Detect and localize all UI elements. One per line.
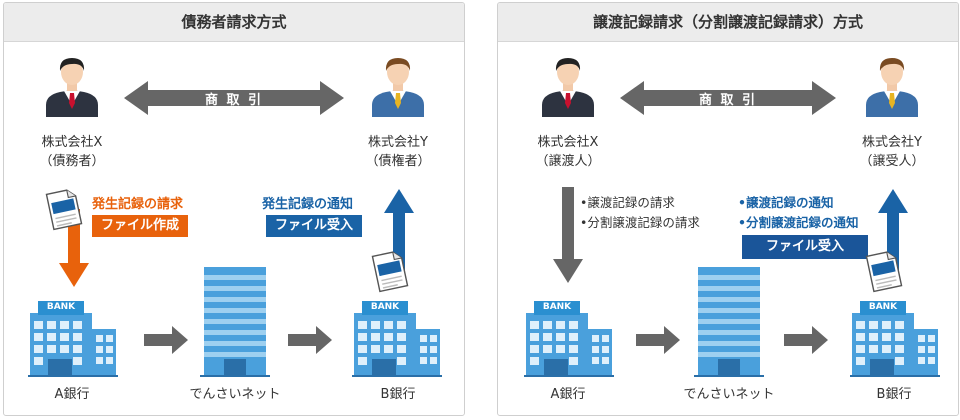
trade-double-arrow: [124, 81, 344, 115]
bank-a-sign: BANK: [46, 302, 76, 312]
request-down-arrow: [553, 187, 583, 283]
request-down-arrow: [59, 209, 89, 287]
request-notes: •譲渡記録の請求 •分割譲渡記録の請求: [580, 195, 700, 230]
flow-arrow: [144, 326, 188, 354]
file-receive-badge: ファイル受入: [266, 215, 362, 237]
debtor-person-icon: [40, 53, 104, 117]
creditor-person-icon: [366, 53, 430, 117]
file-receive-badge: ファイル受入: [742, 235, 868, 259]
bank-b-label: B銀行: [876, 387, 912, 402]
flow-arrow: [636, 326, 680, 354]
bank-a-label: A銀行: [550, 387, 586, 402]
trade-double-arrow: [620, 81, 836, 115]
flow-arrow: [784, 326, 828, 354]
company-y-label: 株式会社Y（譲受人）: [859, 135, 925, 169]
right-panel: 譲渡記録請求（分割譲渡記録請求）方式 商 取 引 株式会社X（譲渡人） 株式会社…: [497, 2, 959, 416]
right-panel-title: 譲渡記録請求（分割譲渡記録請求）方式: [498, 3, 958, 42]
company-x-label: 株式会社X（譲渡人）: [535, 135, 601, 169]
densai-network-icon: [200, 267, 270, 377]
bank-b-icon: [846, 301, 942, 377]
left-panel: 債務者請求方式 商 取 引 株式会社X（債務者） 株式会社Y（債権者） 発生記録…: [3, 2, 465, 416]
left-panel-title: 債務者請求方式: [4, 3, 464, 42]
bank-b-icon: [348, 301, 444, 377]
densai-network-icon: [694, 267, 764, 377]
company-y-label: 株式会社Y（債権者）: [365, 135, 431, 169]
bank-b-sign: BANK: [370, 302, 400, 312]
notify-up-arrow: [878, 189, 908, 281]
notify-notes: •譲渡記録の通知 •分割譲渡記録の通知: [738, 195, 859, 230]
network-label: でんさいネット: [683, 387, 775, 402]
flow-arrow: [288, 326, 332, 354]
bank-a-sign: BANK: [542, 302, 572, 312]
transferor-person-icon: [536, 53, 600, 117]
bank-b-sign: BANK: [868, 302, 898, 312]
transferee-person-icon: [860, 53, 924, 117]
trade-label: 商 取 引: [698, 93, 758, 108]
document-icon: [44, 186, 84, 232]
notify-text: 発生記録の通知: [262, 197, 354, 212]
company-x-label: 株式会社X（債務者）: [39, 135, 105, 169]
file-create-badge: ファイル作成: [92, 215, 188, 237]
bank-a-icon: [520, 301, 616, 377]
bank-b-label: B銀行: [380, 387, 416, 402]
bank-a-label: A銀行: [54, 387, 90, 402]
bank-a-icon: [24, 301, 120, 377]
notify-up-arrow: [384, 189, 414, 281]
request-text: 発生記録の請求: [92, 197, 184, 212]
trade-label: 商 取 引: [204, 93, 264, 108]
network-label: でんさいネット: [189, 387, 281, 402]
